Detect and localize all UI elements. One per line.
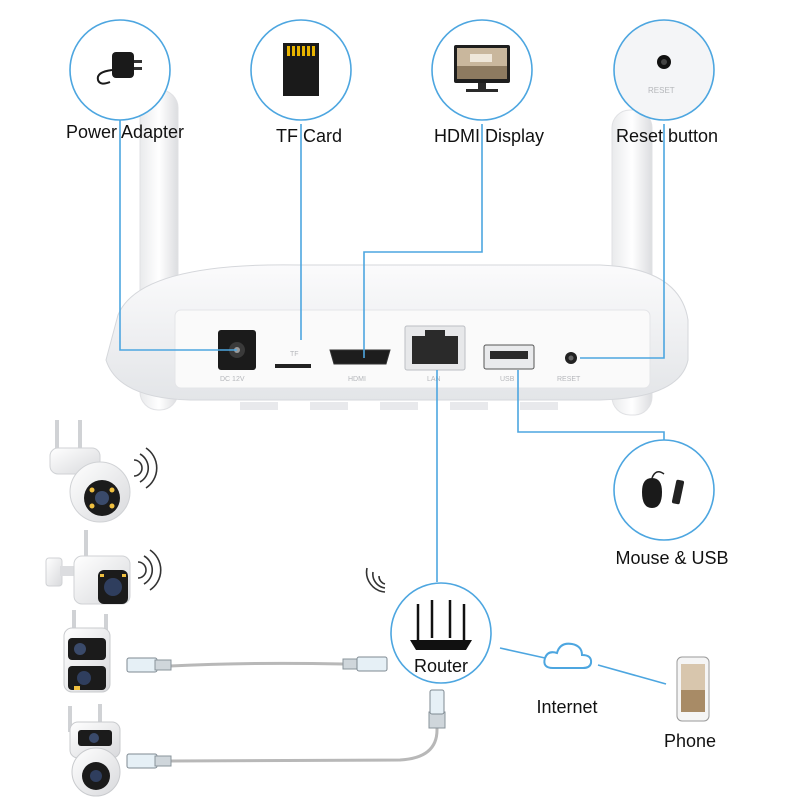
tf-card-callout: [250, 19, 352, 121]
power-adapter-callout: [69, 19, 171, 121]
port-label-usb: USB: [500, 376, 515, 383]
hdmi-connector-line: [363, 124, 483, 358]
internet-phone-line: [597, 664, 667, 685]
hdmi-display-callout: [431, 19, 533, 121]
label-tf-card: TF Card: [275, 126, 343, 146]
port-label-lan: LAN: [427, 376, 441, 383]
label-reset-button: Reset button: [615, 126, 719, 146]
hdmi-port: [329, 349, 391, 365]
wifi-icon-router: [365, 567, 386, 593]
label-power-adapter: Power Adapter: [65, 122, 185, 142]
phone-icon: [676, 656, 710, 722]
router-icon: [410, 600, 472, 650]
tf-slot: [275, 364, 311, 368]
label-mouse-usb: Mouse & USB: [615, 548, 729, 568]
power-adapter-icon: [96, 52, 142, 85]
usb-connector-line: [517, 370, 665, 440]
usb-port: [483, 344, 535, 370]
sd-card-icon: [283, 43, 319, 96]
port-label-hdmi: HDMI: [348, 376, 366, 383]
label-hdmi-display: HDMI Display: [433, 126, 545, 146]
ethernet-cable-1: [126, 656, 388, 673]
mouse-icon: [642, 471, 665, 508]
monitor-icon: [454, 45, 510, 92]
wifi-icon-camera-1: [133, 447, 158, 489]
usb-dongle-icon: [671, 479, 685, 505]
connector-lines: [119, 120, 667, 685]
bullet-camera-2: [45, 530, 131, 605]
dual-lens-camera-3: [63, 610, 111, 693]
port-label-reset: RESET: [557, 376, 581, 383]
port-label-dc: DC 12V: [220, 376, 245, 383]
router-internet-line: [499, 647, 546, 659]
reset-button-callout: RESET: [613, 19, 715, 121]
reset-zoom-text: RESET: [648, 86, 675, 95]
ptz-camera-1: [49, 420, 131, 523]
lan-port: [404, 325, 466, 371]
ethernet-cable-2: [126, 689, 446, 769]
label-phone: Phone: [663, 731, 717, 751]
cloud-icon: [543, 642, 593, 669]
label-router: Router: [413, 656, 469, 676]
reset-connector-line: [580, 124, 665, 359]
mouse-usb-callout: [613, 439, 715, 541]
port-label-tf: TF: [290, 351, 299, 358]
dual-lens-camera-4: [68, 704, 121, 797]
wifi-icon-camera-2: [137, 549, 162, 591]
power-connector-line: [119, 120, 237, 351]
router-callout: [390, 582, 492, 684]
nvr-device: [105, 264, 689, 410]
reset-hole: [565, 352, 577, 364]
label-internet: Internet: [536, 697, 598, 717]
